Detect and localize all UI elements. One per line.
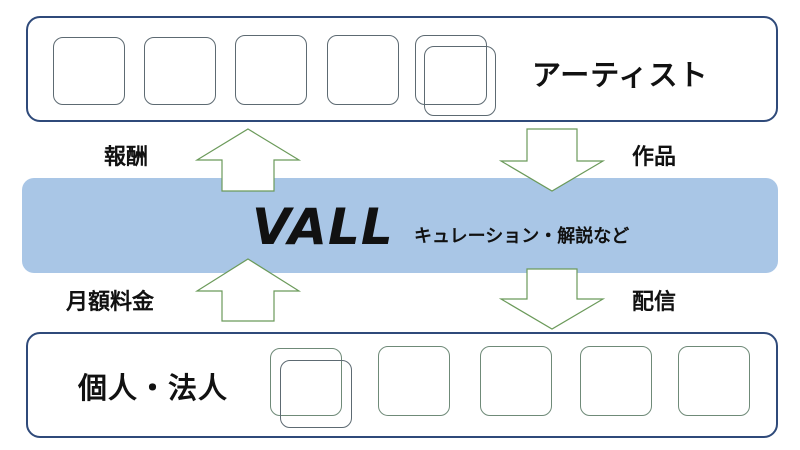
consumer-tile (580, 346, 652, 416)
artist-tile (327, 35, 399, 105)
consumer-tile-stack-back (270, 348, 342, 416)
artist-tile-stack-front (424, 46, 496, 116)
artist-tile (144, 37, 216, 105)
monthly-fee-label: 月額料金 (66, 290, 155, 315)
down-arrow-icon (498, 128, 606, 192)
artist-tile-stack-back (415, 35, 487, 105)
consumer-tile (378, 346, 450, 416)
consumer-tile-stack-front (280, 360, 352, 428)
artist-label: アーティスト (532, 58, 709, 92)
down-arrow-icon (498, 268, 606, 330)
up-arrow-icon (194, 128, 302, 192)
consumer-label: 個人・法人 (78, 371, 229, 405)
consumer-panel (26, 332, 778, 438)
distribution-label: 配信 (632, 290, 677, 315)
up-arrow-icon (194, 258, 302, 322)
consumer-tile (480, 346, 552, 416)
vall-logo: VALL (252, 198, 394, 256)
artist-tile (235, 35, 307, 105)
consumer-tile (678, 346, 750, 416)
artist-tile (53, 37, 125, 105)
reward-label: 報酬 (104, 145, 149, 170)
works-label: 作品 (632, 145, 677, 170)
platform-description: キュレーション・解説など (414, 226, 630, 247)
platform-band (22, 178, 778, 273)
